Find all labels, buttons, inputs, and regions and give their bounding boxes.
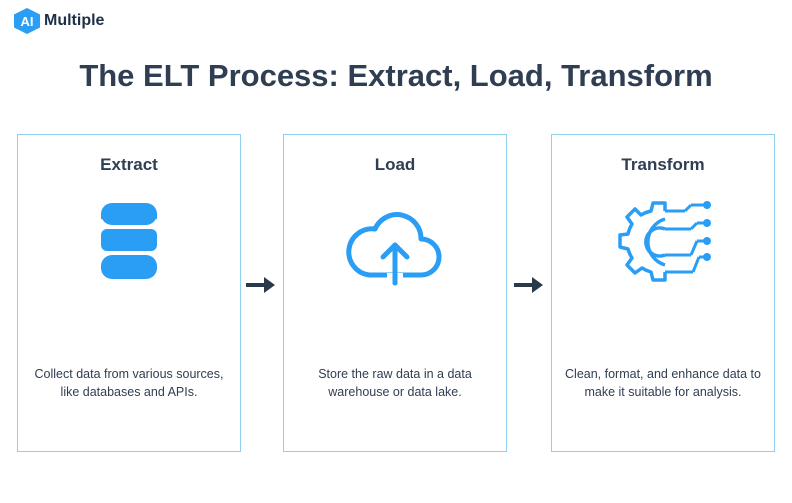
step-desc-extract: Collect data from various sources, like …: [34, 367, 224, 399]
gear-circuit-icon: [552, 195, 774, 295]
step-desc-transform: Clean, format, and enhance data to make …: [565, 367, 761, 399]
step-desc-load: Store the raw data in a data warehouse o…: [318, 367, 472, 399]
brand-logo: AI Multiple: [14, 8, 104, 34]
arrow-right-icon: [514, 276, 544, 299]
step-card-extract: Extract Collect data from various source…: [17, 134, 241, 452]
step-title-load: Load: [374, 155, 416, 174]
brand-badge: AI: [14, 8, 40, 34]
cloud-upload-icon: [284, 195, 506, 295]
arrow-right-icon: [246, 276, 276, 299]
page-title: The ELT Process: Extract, Load, Transfor…: [79, 58, 713, 93]
step-card-transform: Transform: [551, 134, 775, 452]
step-card-load: Load Store the raw data in a data wareho…: [283, 134, 507, 452]
step-title-transform: Transform: [621, 155, 705, 174]
step-title-extract: Extract: [100, 155, 158, 174]
brand-name: Multiple: [44, 12, 105, 29]
database-icon: [18, 195, 240, 295]
